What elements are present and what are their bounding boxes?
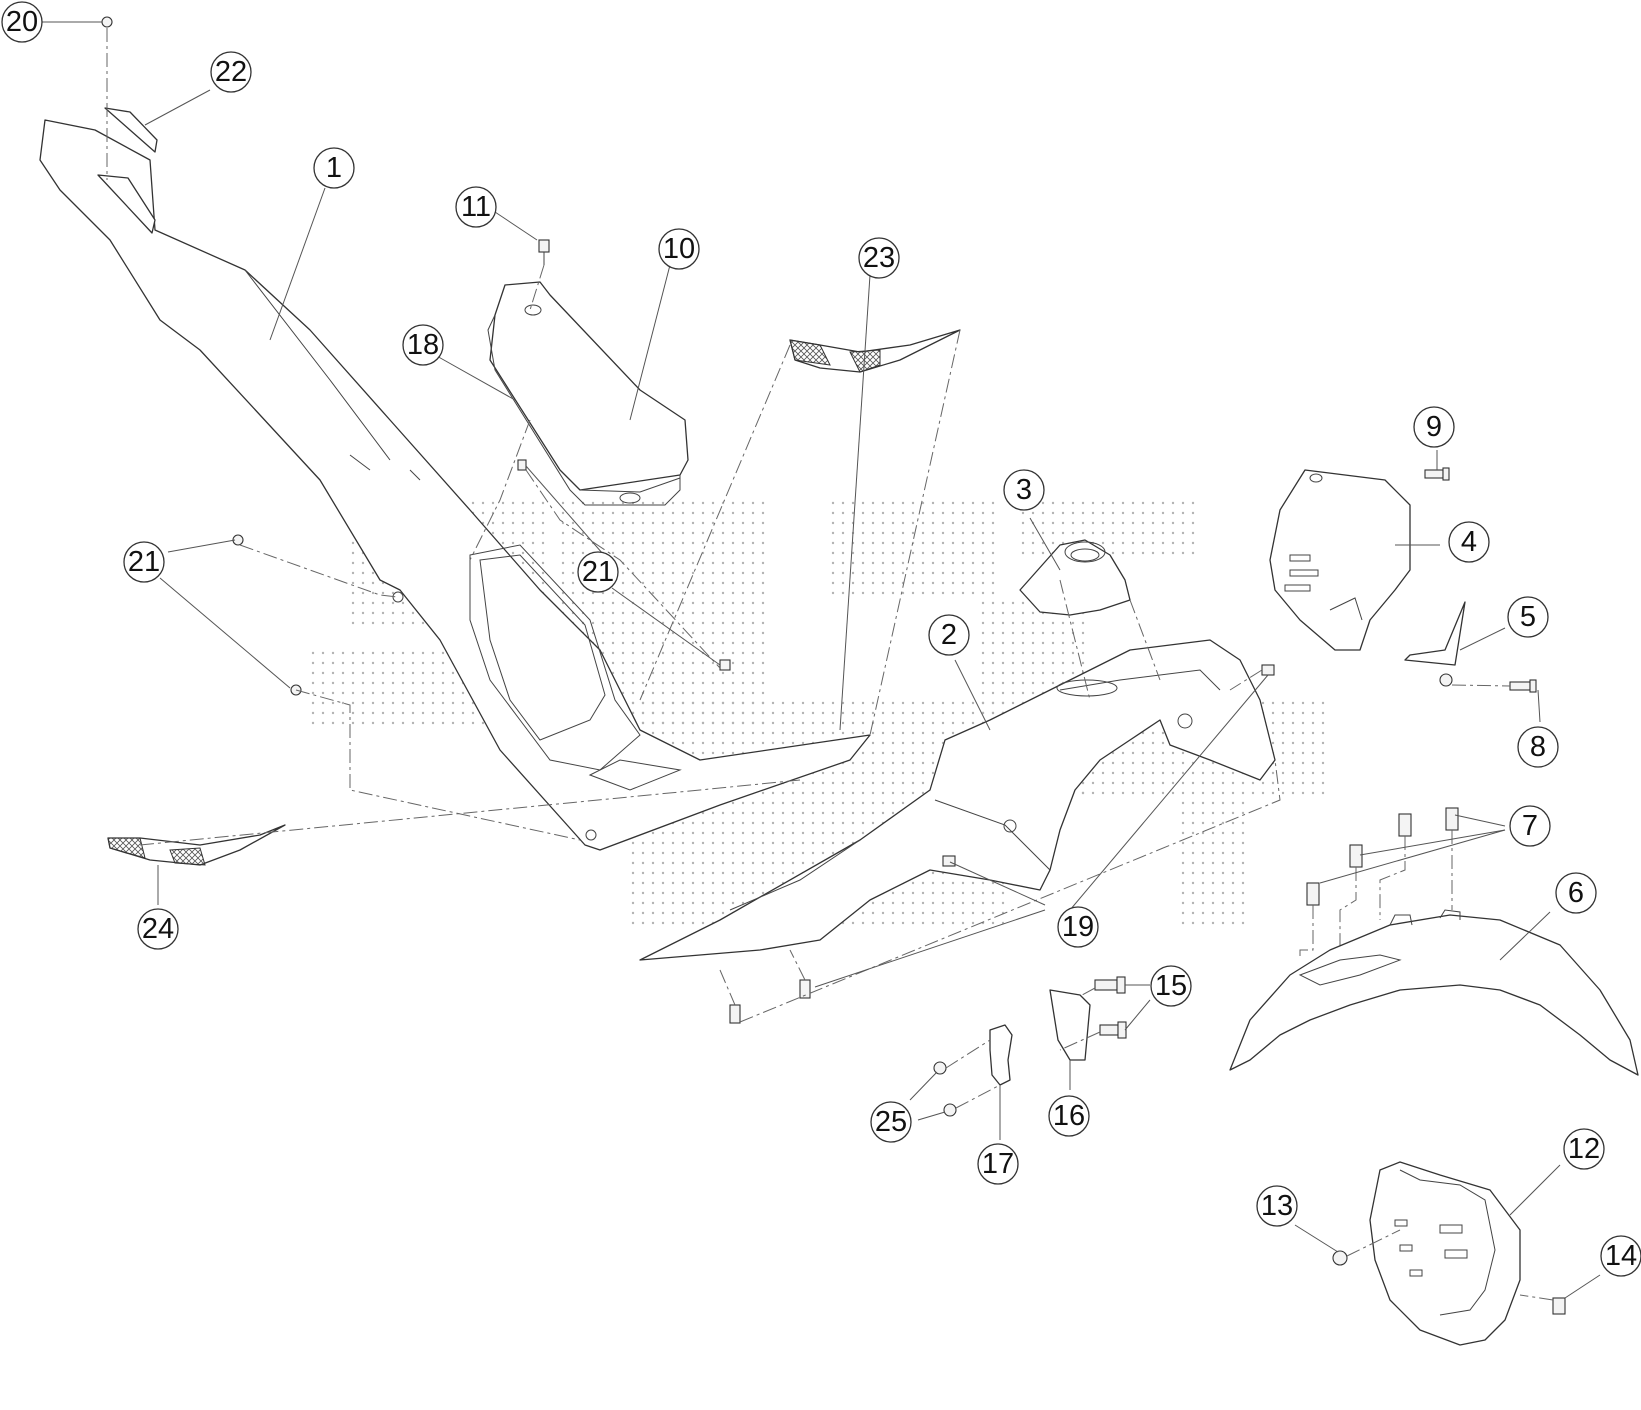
tank-part-2 — [639, 639, 1276, 961]
callout-label: 17 — [982, 1148, 1014, 1180]
callout-21: 21 — [577, 551, 619, 593]
bolt-part-21 — [232, 459, 731, 696]
callout-6: 6 — [1555, 872, 1597, 914]
callout-label: 9 — [1426, 411, 1442, 443]
callout-18: 18 — [402, 324, 444, 366]
screw-part-8 — [1451, 679, 1537, 693]
callout-10: 10 — [658, 228, 700, 270]
callout-label: 15 — [1155, 970, 1187, 1002]
bracket-part-5 — [1404, 601, 1466, 687]
callouts: 20 22 1 11 10 23 18 21 21 24 3 2 9 4 5 8… — [1, 1, 1641, 1277]
bolt-part-7 — [1299, 807, 1459, 960]
callout-label: 3 — [1016, 474, 1032, 506]
airbox-cover-part-10 — [487, 281, 689, 506]
callout-20: 20 — [1, 1, 43, 43]
decal-part-22 — [97, 107, 158, 234]
callout-15: 15 — [1150, 965, 1192, 1007]
fender-part-6 — [1229, 909, 1639, 1076]
callout-label: 2 — [941, 619, 957, 651]
callout-7: 7 — [1509, 805, 1551, 847]
assembly-lines — [139, 329, 1554, 1301]
guard-part-4 — [1269, 469, 1411, 651]
callout-16: 16 — [1048, 1095, 1090, 1137]
callout-11: 11 — [455, 186, 497, 228]
bracket-part-17 — [989, 1024, 1013, 1086]
nut-part-25 — [933, 1061, 957, 1117]
callout-label: 10 — [663, 233, 695, 265]
callout-label: 20 — [6, 6, 38, 38]
callout-17: 17 — [977, 1143, 1019, 1185]
callout-23: 23 — [858, 237, 900, 279]
callout-label: 18 — [407, 329, 439, 361]
callout-label: 22 — [215, 56, 247, 88]
callout-label: 19 — [1062, 911, 1094, 943]
nut-part-13 — [1332, 1250, 1348, 1266]
callout-label: 23 — [863, 242, 895, 274]
holder-part-16 — [1049, 989, 1091, 1061]
callout-14: 14 — [1600, 1235, 1641, 1277]
callout-label: 21 — [128, 546, 160, 578]
callout-label: 8 — [1530, 731, 1546, 763]
callout-3: 3 — [1003, 469, 1045, 511]
callout-21: 21 — [123, 541, 165, 583]
callout-22: 22 — [210, 51, 252, 93]
screw-part-14 — [1552, 1297, 1566, 1315]
filler-part-3 — [1019, 539, 1131, 616]
screw-part-20 — [42, 16, 113, 180]
callout-label: 12 — [1568, 1133, 1600, 1165]
callout-24: 24 — [137, 908, 179, 950]
callout-label: 24 — [142, 913, 174, 945]
callout-19: 19 — [1057, 906, 1099, 948]
callout-label: 5 — [1520, 601, 1536, 633]
callout-9: 9 — [1413, 406, 1455, 448]
callout-label: 13 — [1261, 1190, 1293, 1222]
side-panel-part-1 — [39, 119, 871, 851]
callout-label: 25 — [875, 1106, 907, 1138]
callout-13: 13 — [1256, 1185, 1298, 1227]
callout-4: 4 — [1448, 521, 1490, 563]
callout-2: 2 — [928, 614, 970, 656]
leader-lines — [144, 89, 1601, 1299]
callout-label: 6 — [1568, 877, 1584, 909]
callout-25: 25 — [870, 1101, 912, 1143]
screw-part-9 — [1424, 450, 1450, 481]
callout-label: 14 — [1605, 1240, 1637, 1272]
callout-8: 8 — [1517, 726, 1559, 768]
callout-5: 5 — [1507, 596, 1549, 638]
screw-part-11 — [491, 209, 550, 311]
decal-part-23 — [789, 329, 961, 373]
callout-label: 4 — [1461, 526, 1477, 558]
callout-label: 7 — [1522, 810, 1538, 842]
callout-1: 1 — [313, 147, 355, 189]
callout-label: 1 — [326, 152, 342, 184]
callout-label: 11 — [461, 191, 491, 223]
disc-guard-part-12 — [1369, 1161, 1521, 1346]
callout-label: 21 — [582, 556, 614, 588]
callout-label: 16 — [1053, 1100, 1085, 1132]
callout-12: 12 — [1563, 1128, 1605, 1170]
bolt-part-15 — [1094, 976, 1127, 1039]
decal-part-24 — [107, 824, 286, 866]
